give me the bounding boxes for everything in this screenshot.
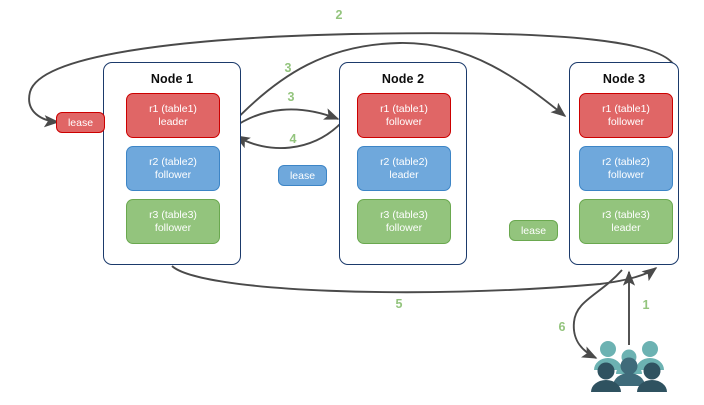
step-label-2: 2	[335, 8, 343, 22]
lease-badge-table3[interactable]: lease	[509, 220, 558, 241]
replica-node1-r2[interactable]: r2 (table2) follower	[126, 146, 220, 191]
replica-role: leader	[158, 115, 188, 128]
replica-node2-r3[interactable]: r3 (table3) follower	[357, 199, 451, 244]
arrow-step-3-node2	[229, 108, 340, 131]
step-label-4: 4	[289, 132, 297, 146]
step-label-3-lower: 3	[287, 90, 295, 104]
step-label-6: 6	[558, 320, 566, 334]
arrow-step-6	[572, 269, 623, 359]
node-title-1: Node 1	[150, 72, 194, 86]
arrow-step-5	[171, 265, 658, 294]
replica-role: follower	[385, 115, 423, 128]
replica-role: follower	[154, 168, 192, 181]
step-label-5: 5	[395, 297, 403, 311]
replica-role: follower	[385, 221, 423, 234]
replica-node2-r1[interactable]: r1 (table1) follower	[357, 93, 451, 138]
replica-node1-r1[interactable]: r1 (table1) leader	[126, 93, 220, 138]
replica-role: follower	[607, 115, 645, 128]
replica-id: r2 (table2)	[602, 155, 650, 168]
node-title-3: Node 3	[602, 72, 646, 86]
lease-badge-table1[interactable]: lease	[56, 112, 105, 133]
lease-badge-table2[interactable]: lease	[278, 165, 327, 186]
replica-role: follower	[607, 168, 645, 181]
replica-node2-r2[interactable]: r2 (table2) leader	[357, 146, 451, 191]
replica-role: leader	[611, 221, 641, 234]
step-label-1: 1	[642, 298, 650, 312]
node-container-1[interactable]: Node 1 r1 (table1) leader r2 (table2) fo…	[103, 62, 241, 265]
replica-node3-r3[interactable]: r3 (table3) leader	[579, 199, 673, 244]
replica-id: r3 (table3)	[602, 208, 650, 221]
replica-node3-r2[interactable]: r2 (table2) follower	[579, 146, 673, 191]
replica-id: r1 (table1)	[380, 102, 428, 115]
node-container-2[interactable]: Node 2 r1 (table1) follower r2 (table2) …	[339, 62, 467, 265]
users-group-icon	[591, 341, 667, 392]
node-container-3[interactable]: Node 3 r1 (table1) follower r2 (table2) …	[569, 62, 679, 265]
replica-id: r3 (table3)	[149, 208, 197, 221]
replica-id: r1 (table1)	[602, 102, 650, 115]
replica-node3-r1[interactable]: r1 (table1) follower	[579, 93, 673, 138]
node-title-2: Node 2	[381, 72, 425, 86]
replica-id: r3 (table3)	[380, 208, 428, 221]
step-label-3-upper: 3	[284, 61, 292, 75]
replica-id: r2 (table2)	[149, 155, 197, 168]
replica-id: r2 (table2)	[380, 155, 428, 168]
replica-id: r1 (table1)	[149, 102, 197, 115]
replica-node1-r3[interactable]: r3 (table3) follower	[126, 199, 220, 244]
replica-role: leader	[389, 168, 419, 181]
replica-role: follower	[154, 221, 192, 234]
